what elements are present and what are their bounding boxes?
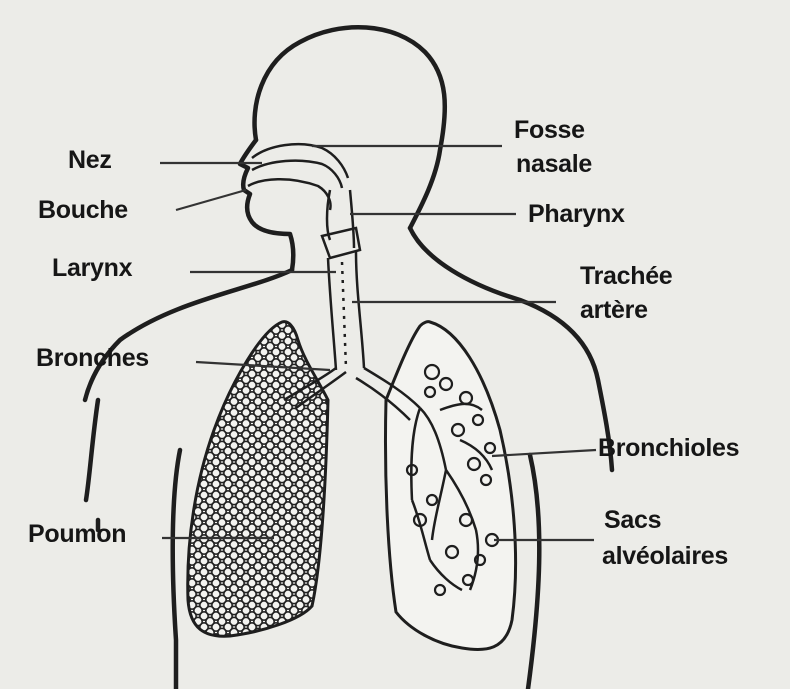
label-larynx: Larynx xyxy=(52,254,132,283)
label-sacs-line2: alvéolaires xyxy=(602,542,728,571)
right-torso xyxy=(528,455,539,689)
pharynx-shape xyxy=(327,190,354,248)
trachea-rings xyxy=(342,262,346,368)
leader-bronchioles xyxy=(492,450,596,456)
label-sacs-line1: Sacs xyxy=(604,506,661,535)
label-bronches: Bronches xyxy=(36,344,149,373)
mouth-shape xyxy=(248,179,331,210)
left-arm xyxy=(86,400,98,500)
label-trachee-line2: artère xyxy=(580,296,648,325)
left-torso xyxy=(173,450,180,689)
label-fosse-nasale-line1: Fosse xyxy=(514,116,585,145)
label-bouche: Bouche xyxy=(38,196,128,225)
label-pharynx: Pharynx xyxy=(528,200,625,229)
label-poumon: Poumon xyxy=(28,520,126,549)
face-profile xyxy=(240,140,293,270)
label-nez: Nez xyxy=(68,146,112,175)
leader-bouche xyxy=(176,190,246,210)
right-lung xyxy=(385,322,515,650)
label-fosse-nasale-line2: nasale xyxy=(516,150,592,179)
label-trachee-line1: Trachée xyxy=(580,262,672,291)
label-bronchioles: Bronchioles xyxy=(598,434,739,463)
